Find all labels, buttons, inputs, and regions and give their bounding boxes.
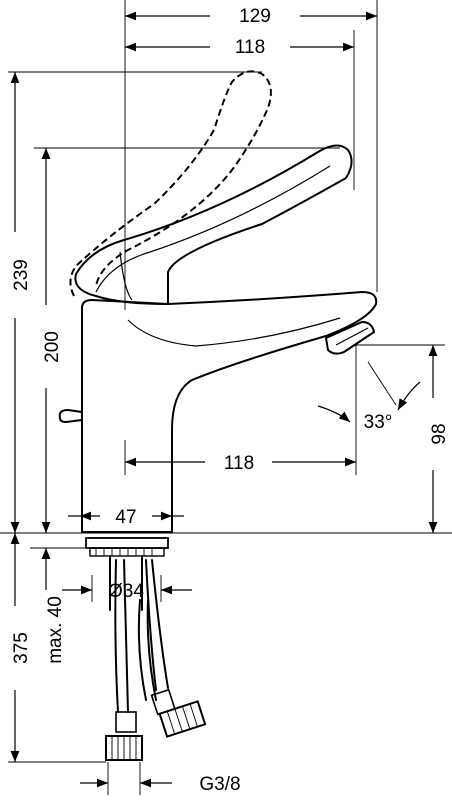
dimension-lines [10, 11, 438, 788]
label-thread: G3/8 [199, 774, 240, 795]
faucet-body [58, 70, 378, 611]
label-height-body: 200 [42, 331, 63, 363]
label-width-lever: 118 [235, 37, 265, 58]
label-hose-length: 375 [11, 632, 32, 664]
label-angle: 33° [364, 412, 393, 433]
supply-hoses [105, 559, 207, 761]
label-width-total: 129 [239, 6, 271, 27]
label-reach: 118 [224, 453, 254, 474]
label-clearance: 98 [429, 423, 450, 444]
dimension-labels: 129 118 239 200 118 47 98 33° Ø34 max. 4… [11, 6, 450, 795]
label-base-width: 47 [115, 507, 136, 528]
label-height-raised: 239 [11, 259, 32, 291]
label-hole-diameter: Ø34 [108, 581, 144, 602]
label-max-deck: max. 40 [45, 596, 66, 664]
